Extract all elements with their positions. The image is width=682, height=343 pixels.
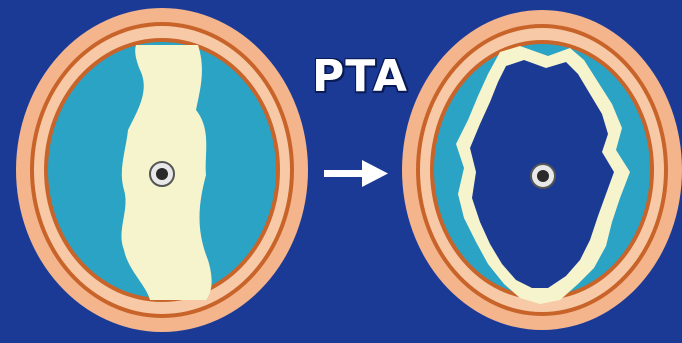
transition-arrow: [324, 160, 388, 187]
after-guidewire-core: [537, 170, 549, 182]
arrow-shaft: [324, 170, 366, 177]
before-guidewire-core: [156, 168, 168, 180]
procedure-label: PTA: [310, 52, 410, 102]
arrow-head: [362, 160, 388, 187]
before-vessel: [16, 8, 308, 332]
after-vessel: [402, 10, 682, 330]
